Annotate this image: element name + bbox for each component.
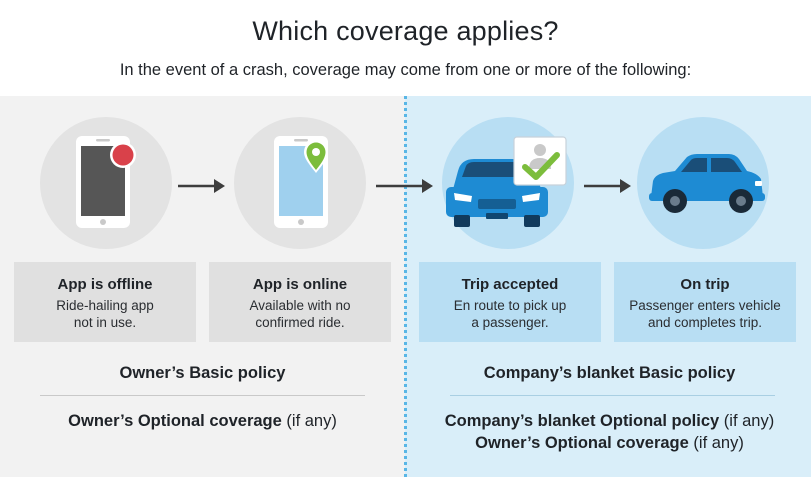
stage-description: Passenger enters vehicle and completes t… [629, 298, 781, 330]
stage-title: App is online [252, 276, 348, 293]
stage-description: Available with no confirmed ride. [249, 298, 351, 330]
stage-card-offline: App is offline Ride-hailing app not in u… [14, 262, 196, 342]
phone-online-icon [234, 117, 366, 249]
arrow-right-icon [178, 179, 225, 193]
stage-title: Trip accepted [461, 276, 559, 293]
car-checkmark-icon [442, 117, 574, 249]
owner-optional-coverage: Owner’s Optional coverage (if any) [68, 412, 337, 430]
owner-optional-coverage-trip: Owner’s Optional coverage (if any) [475, 434, 744, 452]
stage-description: Ride-hailing app not in use. [56, 298, 154, 330]
page-subtitle: In the event of a crash, coverage may co… [119, 61, 692, 79]
stage-title: App is offline [57, 276, 153, 293]
company-optional-policy: Company’s blanket Optional policy (if an… [444, 412, 775, 430]
panel-divider [404, 96, 407, 477]
stage-card-online: App is online Available with no confirme… [209, 262, 391, 342]
policy-divider [40, 395, 365, 396]
owner-basic-policy: Owner’s Basic policy [119, 364, 286, 382]
arrow-right-icon [376, 179, 433, 193]
stage-card-on-trip: On trip Passenger enters vehicle and com… [614, 262, 796, 342]
arrow-right-icon [584, 179, 631, 193]
page-title: Which coverage applies? [252, 16, 559, 46]
stage-card-trip-accepted: Trip accepted En route to pick up a pass… [419, 262, 601, 342]
policy-divider [450, 395, 775, 396]
company-basic-policy: Company’s blanket Basic policy [483, 364, 736, 382]
car-side-icon [637, 117, 769, 249]
stage-description: En route to pick up a passenger. [453, 298, 567, 330]
stage-title: On trip [680, 276, 730, 293]
phone-offline-icon [40, 117, 172, 249]
